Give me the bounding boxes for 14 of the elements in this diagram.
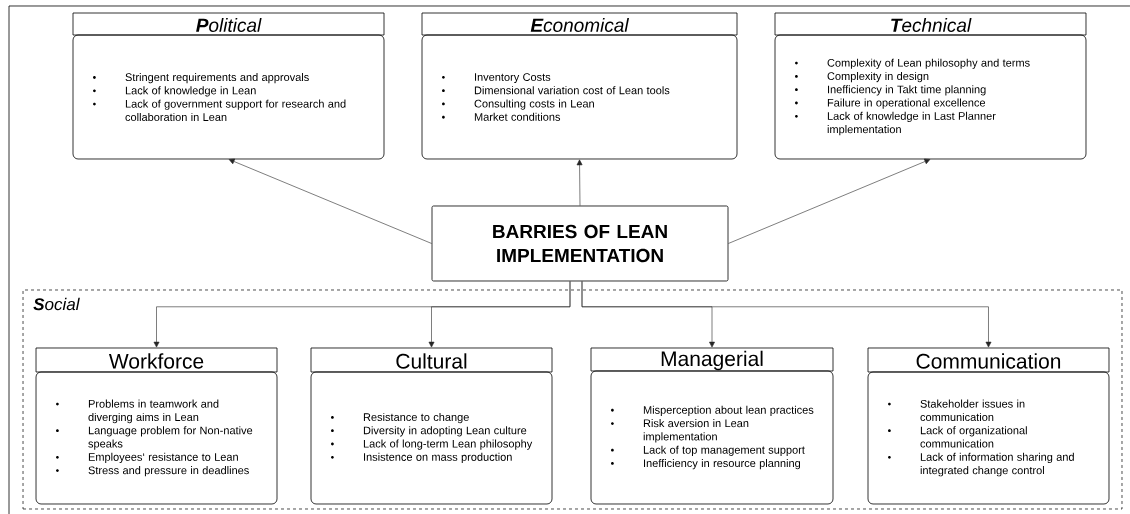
arrow xyxy=(228,158,432,244)
header-text: Economical xyxy=(530,18,629,32)
header-text: Cultural xyxy=(396,353,467,369)
header-text: Technical xyxy=(891,18,972,32)
group-label: Social xyxy=(33,297,80,311)
header-text: Managerial xyxy=(661,350,763,371)
header-text: Workforce xyxy=(108,353,204,369)
title-box: BARRIES OF LEAN IMPLEMENTATION xyxy=(431,205,729,282)
header-text: Communication xyxy=(916,353,1061,369)
arrow xyxy=(728,158,931,244)
header-text: Political xyxy=(196,18,262,32)
arrow xyxy=(428,281,571,348)
arrow xyxy=(581,281,992,348)
arrow xyxy=(576,159,583,206)
